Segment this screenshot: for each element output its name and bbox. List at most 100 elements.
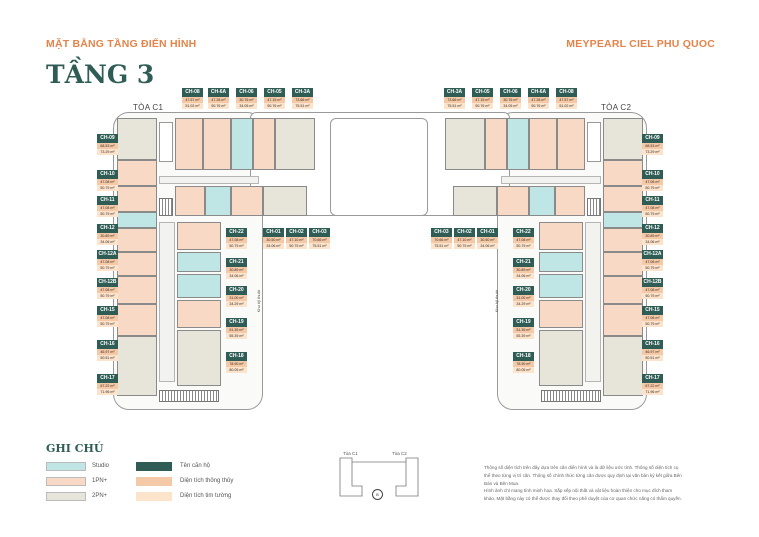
unit-code: CH-09 [642,134,663,143]
legend-2pn-label: 2PN+ [92,493,108,499]
apartment-unit [159,390,219,402]
page-heading: MẶT BẰNG TẦNG ĐIỂN HÌNH [46,38,197,50]
apartment-unit [445,118,485,170]
unit-code: CH-10 [97,170,118,179]
unit-code: CH-12 [642,224,663,233]
unit-code: CH-08 [556,88,577,97]
unit-gross-area: 34.06 m² [477,243,498,249]
unit-gross-area: 50.79 m² [97,265,118,271]
unit-code: CH-16 [642,340,663,349]
unit-net-area: 30.50 m² [263,237,284,243]
unit-gross-area: 50.79 m² [454,243,475,249]
unit-code: CH-15 [97,306,118,315]
apartment-unit [175,118,203,170]
unit-code: CH-19 [226,318,247,327]
unit-net-area: 47.08 m² [226,237,247,243]
apartment-unit [177,222,221,250]
unit-code: CH-12B [642,278,663,287]
apartment-unit [175,186,205,216]
unit-gross-area: 50.79 m² [642,185,663,191]
site-keymap [339,457,419,497]
unit-code: CH-17 [642,374,663,383]
unit-net-area: 47.08 m² [642,179,663,185]
unit-gross-area: 34.06 m² [513,273,534,279]
apartment-unit [117,186,157,212]
unit-gross-area: 71.96 m² [97,389,118,395]
unit-code: CH-02 [286,228,307,237]
apartment-unit [117,212,157,228]
unit-code: CH-19 [513,318,534,327]
unit-code: CH-03 [431,228,452,237]
apartment-unit [453,186,497,216]
unit-net-area: 47.10 m² [454,237,475,243]
unit-net-area: 47.57 m² [556,97,577,103]
legend-1pn-label: 1PN+ [92,478,108,484]
unit-gross-area: 55.39 m² [226,333,247,339]
unit-net-area: 47.08 m² [642,315,663,321]
central-courtyard [330,118,428,216]
unit-gross-area: 75.51 m² [431,243,452,249]
unit-gross-area: 50.51 m² [642,355,663,361]
legend-1pn-swatch [46,477,86,486]
apartment-unit [485,118,507,170]
unit-net-area: 47.10 m² [286,237,307,243]
project-name: MEYPEARL CIEL PHU QUOC [566,38,715,50]
unit-net-area: 68.53 m² [97,143,118,149]
unit-gross-area: 80.05 m² [226,367,247,373]
unit-gross-area: 75.51 m² [309,243,330,249]
tower-c1-label: TÒA C1 [133,103,164,112]
unit-code: CH-05 [472,88,493,97]
legend-gross-area-swatch [136,492,172,501]
apartment-unit [585,222,601,382]
unit-gross-area: 73.29 m² [97,149,118,155]
apartment-unit [117,228,157,252]
apartment-unit [253,118,275,170]
apartment-unit [539,274,583,298]
apartment-unit [231,118,253,170]
